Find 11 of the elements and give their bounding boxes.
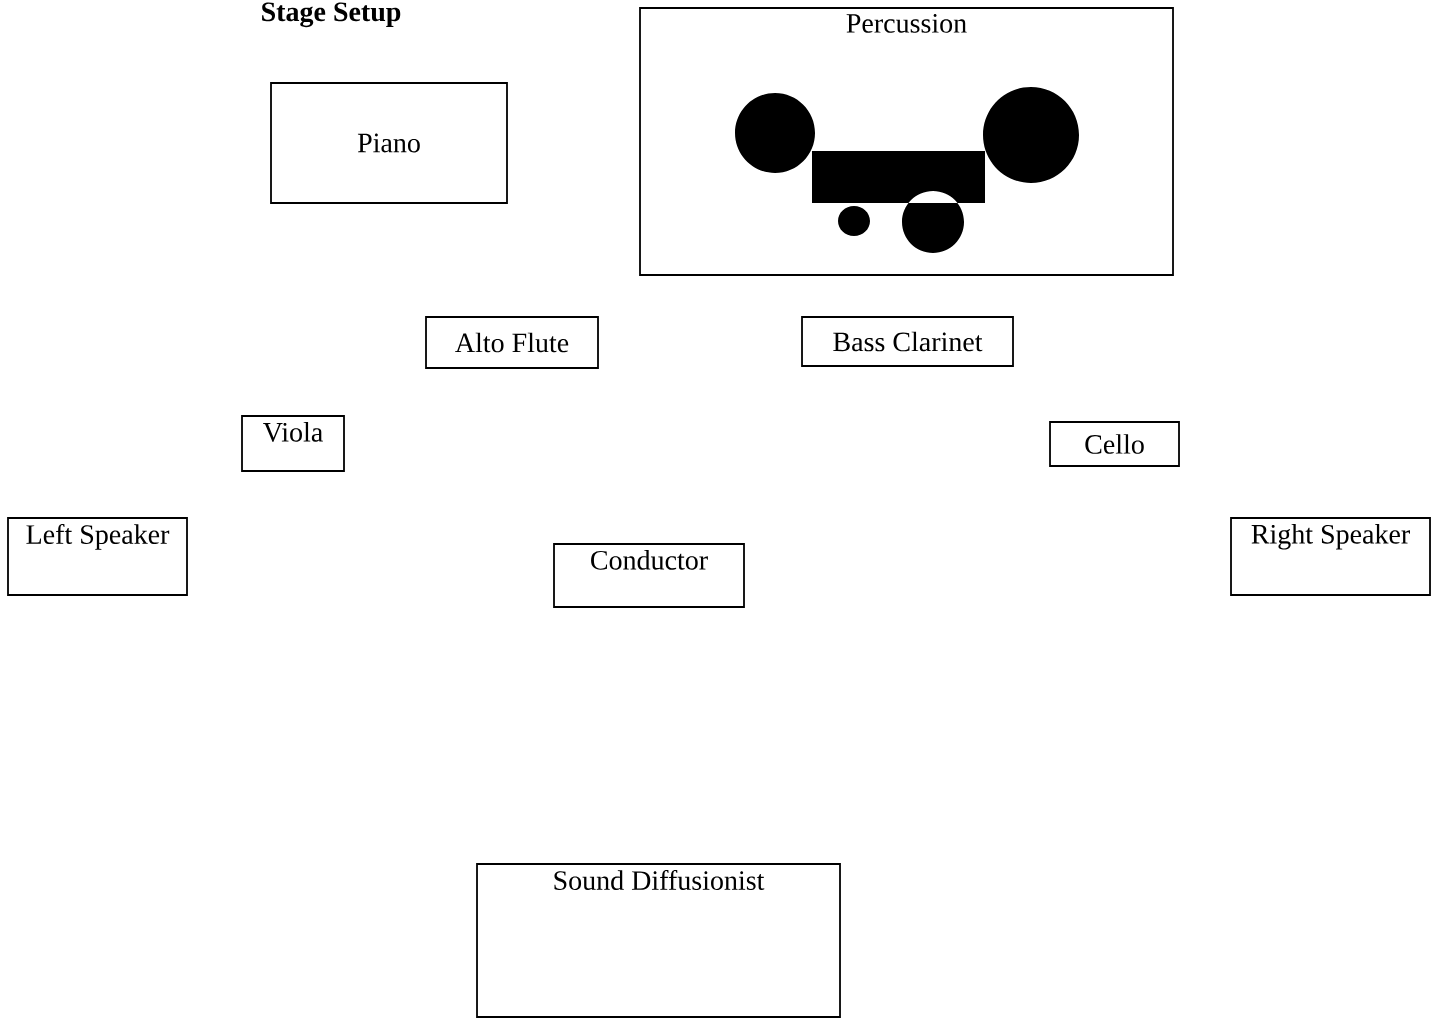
speaker-box: Left Speaker bbox=[7, 517, 188, 596]
percussion-area: Percussion bbox=[639, 7, 1174, 276]
title: Stage Setup bbox=[262, 2, 401, 28]
instrument-box: Piano bbox=[270, 82, 508, 204]
conductor-box: Conductor bbox=[553, 543, 745, 608]
instrument-box: Bass Clarinet bbox=[801, 316, 1014, 367]
speaker-box: Right Speaker bbox=[1230, 517, 1431, 596]
instrument-box: Cello bbox=[1049, 421, 1180, 467]
instrument-box: Viola bbox=[241, 415, 345, 472]
station-box: Sound Diffusionist bbox=[476, 863, 841, 1018]
instrument-box: Alto Flute bbox=[425, 316, 599, 369]
